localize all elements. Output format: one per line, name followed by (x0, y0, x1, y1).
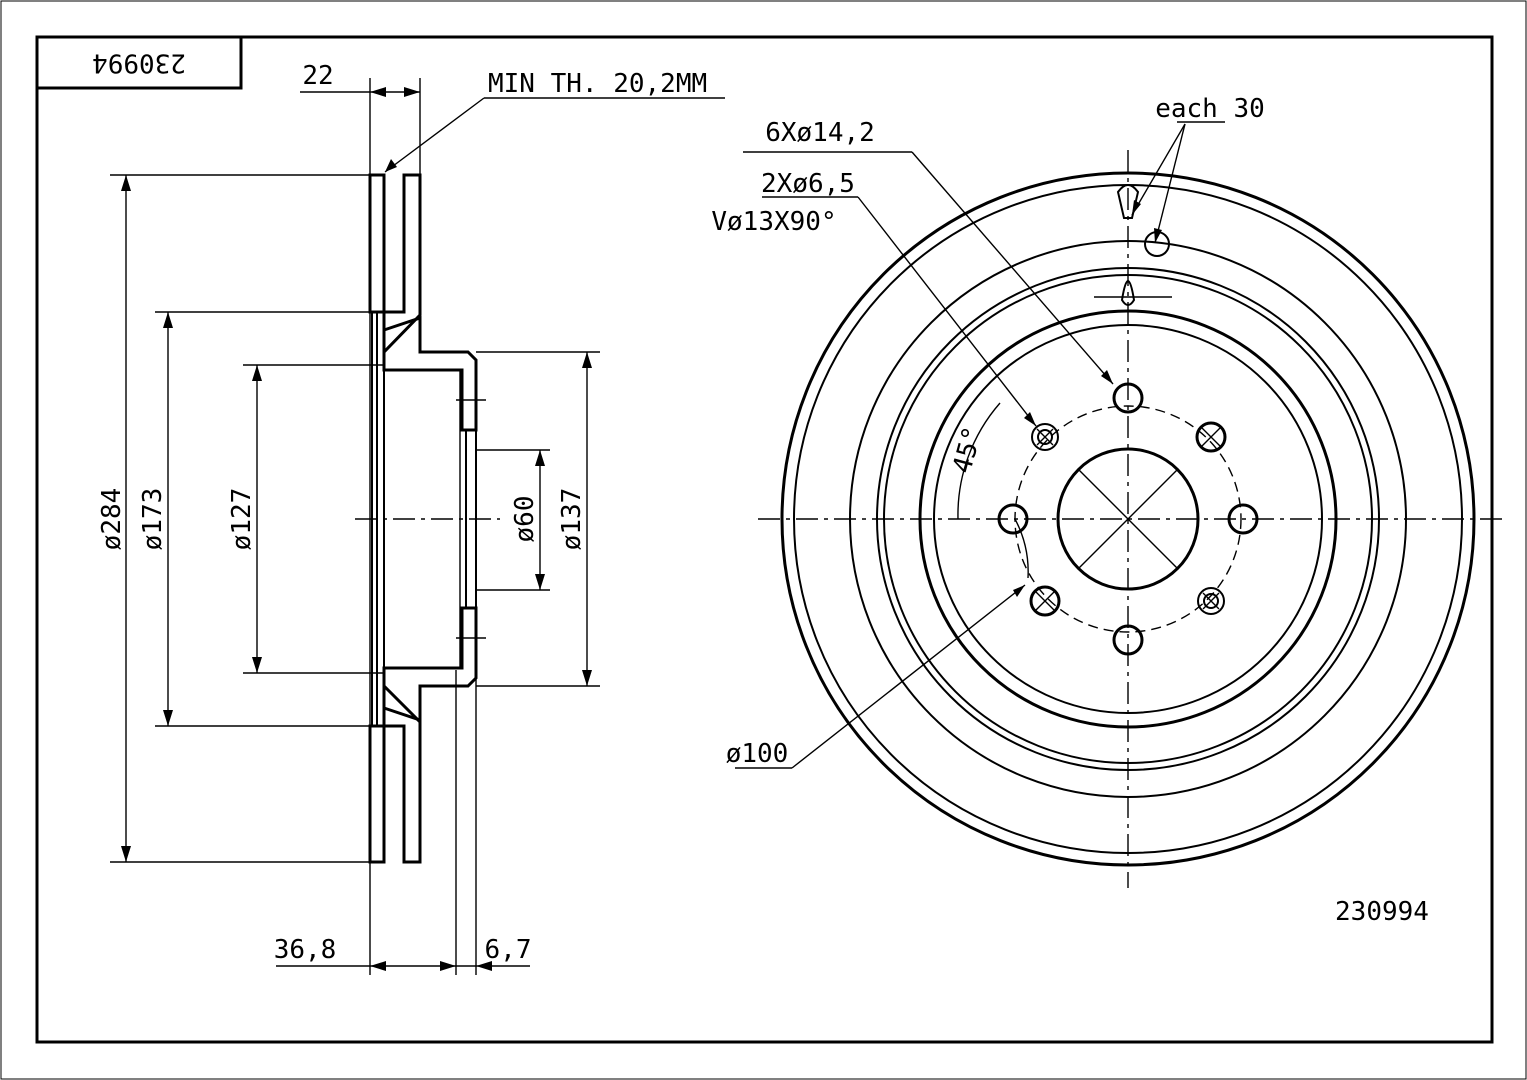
part-number-label: 230994 (1335, 897, 1429, 927)
rotor-outer-edge (780, 171, 1476, 867)
vent-note-label: each 30 (1155, 94, 1265, 124)
dia-60-label: ø60 (510, 496, 540, 543)
dim-width-label: 22 (302, 61, 333, 91)
center-bore (1056, 447, 1200, 591)
title-block: 230994 (35, 35, 243, 90)
aux-holes (1031, 423, 1225, 615)
side-view: 22 MIN TH. 20,2MM ø284 ø173 ø127 ø60 ø13… (97, 61, 725, 975)
angle-label: 45° (947, 423, 988, 476)
bolt-holes-label: 6Xø14,2 (765, 118, 875, 148)
dim-hub-label: 6,7 (485, 935, 532, 965)
front-view: 6Xø14,2 2Xø6,5 Vø13X90° each 30 45° ø100… (711, 94, 1505, 927)
dim-height-label: 36,8 (274, 935, 337, 965)
mirrored-part-number: 230994 (92, 48, 186, 78)
countersink-label: Vø13X90° (711, 207, 836, 237)
aux-holes-label: 2Xø6,5 (761, 169, 855, 199)
dia-127-label: ø127 (227, 488, 257, 551)
dia-284-label: ø284 (97, 488, 127, 551)
dia-173-label: ø173 (138, 488, 168, 551)
pcd-label: ø100 (726, 739, 789, 769)
vent-slots (1094, 184, 1172, 306)
min-thickness-label: MIN TH. 20,2MM (488, 69, 707, 99)
bolt-holes (997, 382, 1259, 656)
dia-137-label: ø137 (557, 488, 587, 551)
hat-section (382, 315, 478, 723)
drawing-frame (35, 35, 1494, 1044)
